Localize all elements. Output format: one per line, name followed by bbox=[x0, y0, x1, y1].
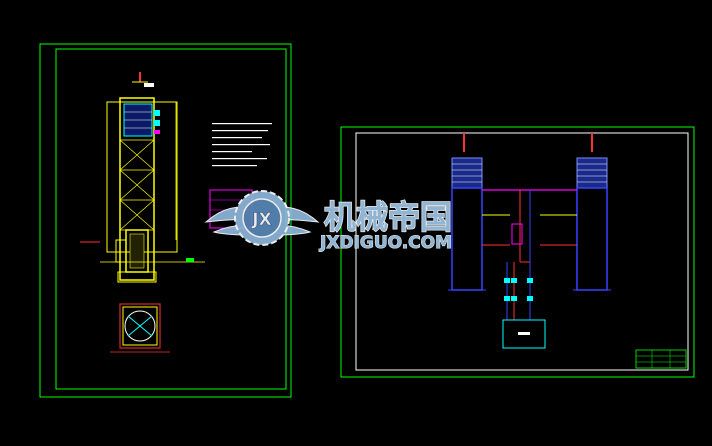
right-sheet-inner-frame bbox=[355, 132, 689, 371]
emblem-letters: JX bbox=[251, 210, 271, 230]
vent-label-mark bbox=[144, 83, 154, 87]
watermark-site: JXDIGUO.COM bbox=[319, 233, 452, 253]
right-sheet-outer-frame bbox=[340, 126, 695, 378]
watermark-title: 机械帝国 bbox=[324, 198, 452, 236]
fan-circle bbox=[124, 310, 156, 342]
tower-body bbox=[119, 97, 155, 281]
absorber-tower-left bbox=[448, 133, 486, 291]
absorber-tower-right bbox=[573, 133, 611, 291]
watermark: JX 机械帝国 JXDIGUO.COM bbox=[204, 190, 453, 254]
title-block bbox=[635, 349, 687, 369]
right-sheet bbox=[340, 126, 695, 378]
left-sheet bbox=[39, 43, 292, 398]
left-sheet-outer-frame bbox=[39, 43, 292, 398]
pump-symbol bbox=[511, 223, 523, 245]
drawing-notes bbox=[212, 123, 272, 167]
process-piping bbox=[482, 189, 577, 320]
tower-plan-view bbox=[110, 303, 170, 353]
tower-elevation bbox=[80, 72, 205, 283]
circulation-tank bbox=[502, 319, 546, 349]
